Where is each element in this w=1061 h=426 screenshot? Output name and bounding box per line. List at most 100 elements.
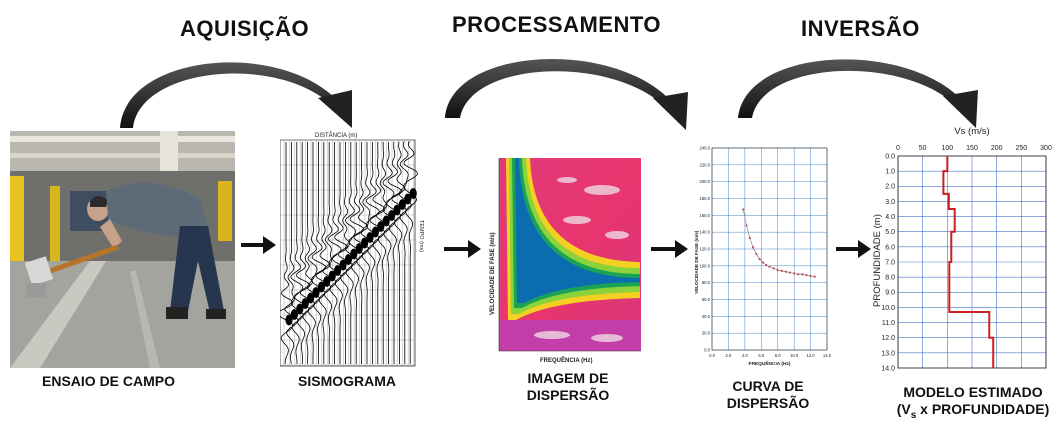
- curve-point: [758, 258, 761, 261]
- model-ytick: 7.0: [885, 259, 895, 266]
- curve-ytick: 20.0: [702, 331, 711, 336]
- seismogram-trace-lobe: [366, 232, 374, 243]
- curve-point: [805, 273, 808, 277]
- curve-ytick: 60.0: [702, 297, 711, 302]
- right-arrow-4: [836, 240, 871, 258]
- seismogram-traces: [280, 141, 418, 365]
- seismogram-trace: [369, 141, 386, 364]
- seismogram-trace-lobe: [285, 314, 293, 326]
- caption-model-prefix: (V: [896, 401, 911, 417]
- model-vs-profile: [942, 156, 995, 368]
- curve-point: [745, 224, 748, 227]
- dispersion-energy-band: [506, 158, 640, 320]
- curve-gridlines: [711, 147, 828, 351]
- curve-ytick: 160.0: [700, 213, 711, 218]
- curve-point: [788, 271, 792, 274]
- model-xtick: 50: [919, 145, 927, 152]
- curve-xtick: 12.0: [806, 353, 815, 358]
- seismogram-trace-lobe: [301, 298, 309, 309]
- right-arrow-1: [241, 236, 276, 254]
- field-test-photo: [10, 131, 235, 368]
- seismogram-trace-lobe: [350, 248, 358, 260]
- curved-arrow-inversion: [738, 59, 978, 128]
- seismogram-trace-lobe: [382, 215, 390, 227]
- stage-title-inversion: INVERSÃO: [801, 16, 920, 41]
- seismogram-trace: [311, 142, 327, 364]
- dispersion-curve-chart: 0.020.040.060.080.0100.0120.0140.0160.01…: [694, 146, 832, 368]
- curve-ytick: 0.0: [704, 348, 710, 353]
- seismogram-trace-lobe: [344, 254, 353, 265]
- caption-seismogram: SISMOGRAMA: [298, 373, 396, 389]
- curve-point: [765, 263, 768, 267]
- caption-model-sub: s: [910, 409, 917, 421]
- curve-point: [761, 261, 765, 264]
- curve-line: [742, 209, 815, 278]
- model-xtick: 300: [1040, 145, 1052, 152]
- dispersion-image-ylabel: VELOCIDADE DE FASE (m/s): [490, 232, 496, 315]
- seismogram-trace-lobe: [317, 281, 326, 293]
- curve-point: [768, 265, 771, 268]
- model-ytick: 8.0: [885, 275, 895, 282]
- seismogram-panel: DISTÂNCIA (m) TEMPO (ms): [280, 132, 424, 367]
- curve-ylabel: VELOCIDADE DE FASE (m/s): [694, 230, 699, 294]
- seismogram-trace: [344, 142, 358, 364]
- caption-dispersion-image-line1: IMAGEM DE: [527, 370, 609, 386]
- curve-ytick: 180.0: [700, 196, 711, 201]
- curve-xtick: 4.0: [742, 353, 748, 358]
- model-ytick: 1.0: [885, 169, 895, 176]
- seismogram-distance-label: DISTÂNCIA (m): [315, 132, 357, 139]
- curve-ytick: 80.0: [702, 280, 711, 285]
- seismogram-trace-lobe: [371, 226, 380, 238]
- model-ytick: 6.0: [885, 244, 895, 251]
- seismogram-trace-lobe: [328, 270, 336, 282]
- seismogram-trace: [382, 141, 396, 364]
- caption-field-test: ENSAIO DE CAMPO: [42, 373, 176, 389]
- model-ytick: 12.0: [881, 335, 895, 342]
- curve-point: [784, 270, 788, 273]
- seismogram-trace: [375, 141, 391, 364]
- model-frame: [897, 155, 1047, 369]
- model-ytick: 3.0: [885, 199, 895, 206]
- caption-model-line2: (Vs x PROFUNDIDADE): [893, 401, 1053, 424]
- curve-point: [772, 267, 775, 270]
- seismogram-trace-lobe: [361, 237, 369, 249]
- caption-model-line1: MODELO ESTIMADO: [903, 384, 1043, 400]
- caption-dispersion-curve-line2: DISPERSÃO: [726, 395, 810, 411]
- right-arrow-3: [651, 240, 688, 258]
- curve-ytick: 140.0: [700, 230, 711, 235]
- caption-dispersion-image: IMAGEM DE DISPERSÃO: [518, 370, 618, 404]
- seismogram-trace-lobe: [333, 265, 342, 276]
- curve-point: [742, 208, 745, 211]
- curve-ytick: 200.0: [700, 179, 711, 184]
- seismogram-trace-lobe: [377, 221, 385, 232]
- curve-xtick: 10.0: [790, 353, 799, 358]
- model-ytick: 14.0: [881, 365, 895, 372]
- model-ytick: 0.0: [885, 153, 895, 160]
- curve-ytick: 220.0: [700, 162, 711, 167]
- seismogram-trace-lobe: [409, 188, 417, 199]
- curve-xtick: 0.0: [709, 353, 715, 358]
- curved-arrow-acquisition: [120, 62, 352, 128]
- seismogram-trace: [386, 141, 403, 364]
- seismogram-trace: [290, 142, 304, 365]
- seismogram-trace: [391, 141, 407, 364]
- caption-model-suffix: x PROFUNDIDADE): [916, 401, 1050, 417]
- seismogram-trace: [294, 142, 311, 365]
- seismogram-trace: [403, 141, 418, 364]
- curve-xtick: 14.0: [823, 353, 832, 358]
- seismogram-trace-lobe: [312, 287, 320, 298]
- seismogram-trace: [315, 142, 332, 364]
- seismogram-trace: [322, 142, 337, 364]
- model-ytick: 2.0: [885, 184, 895, 191]
- model-ytick: 13.0: [881, 350, 895, 357]
- curve-point: [801, 273, 804, 276]
- curve-ytick: 120.0: [700, 247, 711, 252]
- curve-point: [809, 274, 812, 278]
- curve-xtick: 8.0: [775, 353, 781, 358]
- curve-point: [797, 273, 800, 276]
- seismogram-trace-lobe: [339, 259, 347, 271]
- seismogram-trace: [360, 142, 375, 364]
